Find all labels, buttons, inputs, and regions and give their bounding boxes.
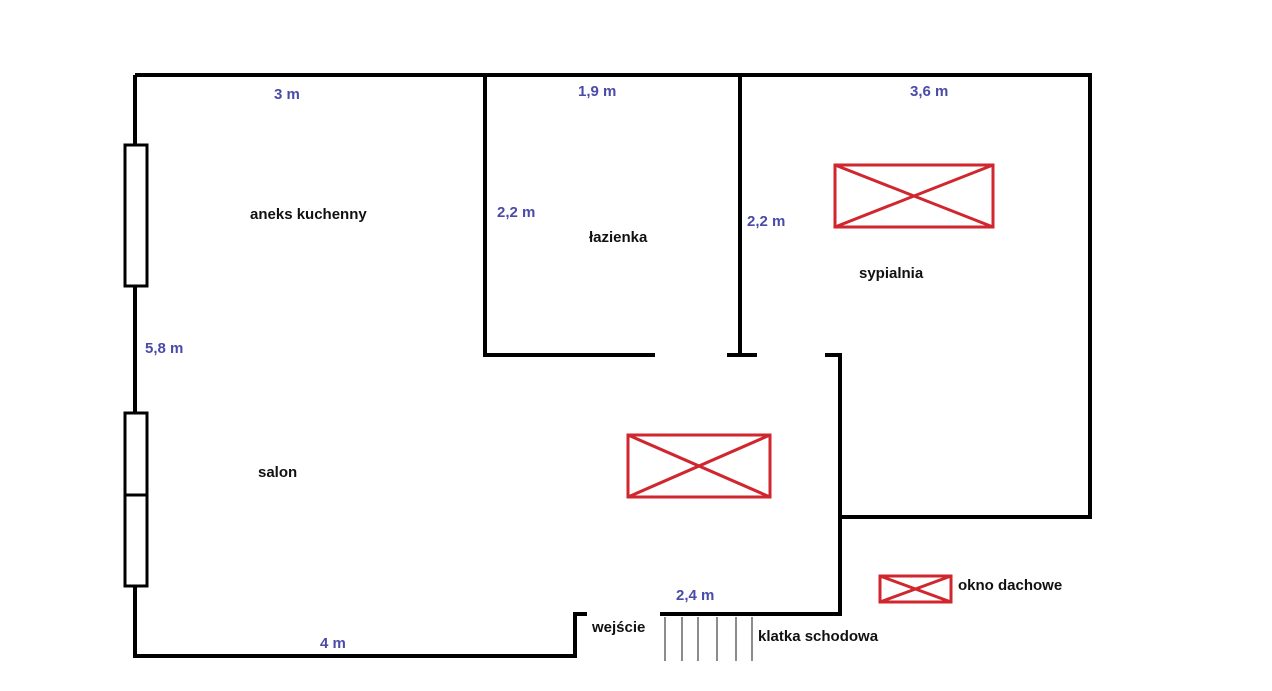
windows	[123, 143, 149, 588]
skylight-bedroom-icon	[833, 163, 995, 229]
bathroom-wall	[483, 75, 655, 357]
dim-bathroom-width: 1,9 m	[578, 83, 617, 100]
room-label-bathroom: łazienka	[589, 229, 648, 246]
room-label-kitchen: aneks kuchenny	[250, 206, 367, 223]
dim-bathroom-depth: 2,2 m	[497, 204, 536, 221]
dim-bedroom-depth: 2,2 m	[747, 213, 786, 230]
stairs-icon	[664, 617, 753, 661]
dim-kitchen-width: 3 m	[274, 86, 300, 103]
room-label-staircase: klatka schodowa	[758, 628, 879, 645]
window-kitchen	[123, 143, 149, 288]
outer-wall	[135, 73, 1092, 519]
legend-skylight-label: okno dachowe	[958, 577, 1063, 594]
hall-wall	[660, 353, 842, 616]
walls	[133, 73, 1092, 658]
dim-left-wall: 5,8 m	[145, 340, 184, 357]
window-living	[123, 411, 149, 588]
dim-hall-width: 2,4 m	[676, 587, 715, 604]
room-label-bedroom: sypialnia	[859, 265, 924, 282]
dim-bottom-wall: 4 m	[320, 635, 346, 652]
room-label-living: salon	[258, 464, 298, 481]
entrance-wall	[133, 75, 587, 658]
dim-bedroom-width: 3,6 m	[910, 83, 949, 100]
legend-skylight-icon	[878, 574, 953, 604]
room-label-entrance: wejście	[592, 619, 646, 636]
skylight-hall-icon	[626, 433, 772, 499]
